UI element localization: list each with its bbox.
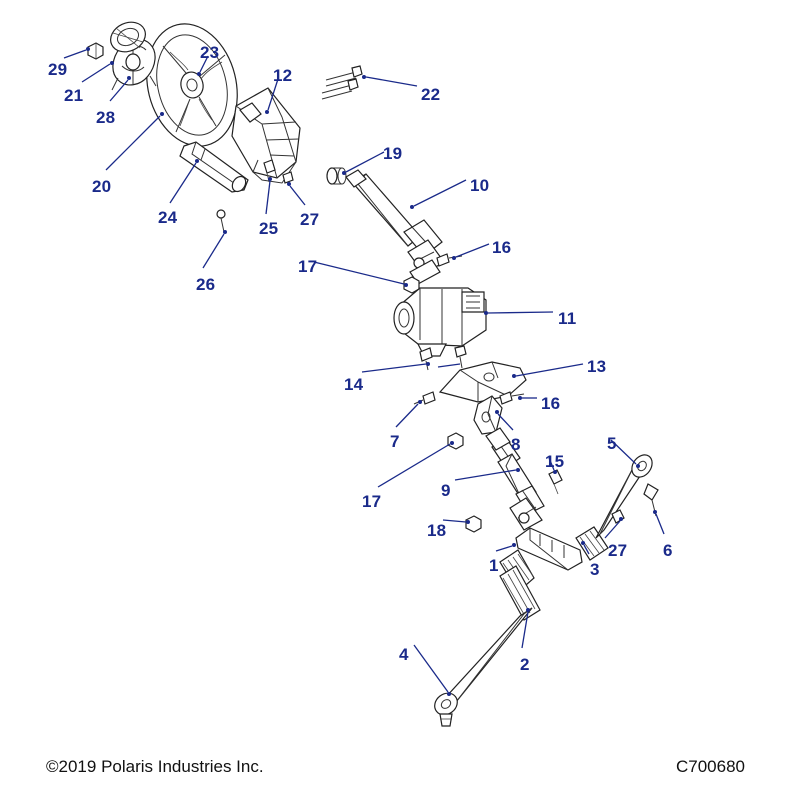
eps-motor-part bbox=[393, 287, 487, 357]
callout-27-upper: 27 bbox=[300, 210, 320, 229]
nut-18-part bbox=[465, 515, 482, 533]
tilt-lever-part bbox=[179, 141, 249, 193]
callout-12: 12 bbox=[273, 66, 293, 85]
callout-22: 22 bbox=[421, 85, 441, 104]
callout-10: 10 bbox=[470, 176, 490, 195]
callout-13: 13 bbox=[587, 357, 607, 376]
callout-17-upper: 17 bbox=[298, 257, 318, 276]
callout-15: 15 bbox=[545, 452, 565, 471]
mount-bracket-13-part bbox=[438, 361, 527, 435]
callout-11: 11 bbox=[558, 309, 577, 328]
leader-lines bbox=[63, 47, 665, 696]
callout-24: 24 bbox=[158, 208, 178, 227]
callout-17-lower: 17 bbox=[362, 492, 382, 511]
tie-rod-left-part bbox=[434, 607, 533, 727]
screw-26-part bbox=[216, 209, 226, 233]
callout-26: 26 bbox=[196, 275, 216, 294]
bolt-7-part bbox=[413, 391, 436, 405]
callout-21: 21 bbox=[64, 86, 84, 105]
steering-rack-part bbox=[499, 526, 609, 621]
spacer-19-part bbox=[326, 167, 347, 185]
bolt-16a-part bbox=[436, 253, 463, 267]
horn-cover-part bbox=[110, 21, 146, 53]
callout-16-lower: 16 bbox=[541, 394, 561, 413]
callout-18: 18 bbox=[427, 521, 447, 540]
bolt-22-part bbox=[321, 65, 363, 100]
callout-28: 28 bbox=[96, 108, 116, 127]
callout-23: 23 bbox=[200, 43, 220, 62]
callout-2: 2 bbox=[520, 655, 530, 674]
steering-wheel-part bbox=[146, 23, 238, 147]
copyright-notice: ©2019 Polaris Industries Inc. bbox=[46, 757, 264, 776]
pin-25-part bbox=[263, 159, 276, 183]
callout-4: 4 bbox=[399, 645, 409, 664]
tie-rod-right-part bbox=[595, 454, 659, 539]
callout-6: 6 bbox=[663, 541, 673, 560]
callout-20: 20 bbox=[92, 177, 112, 196]
callout-8: 8 bbox=[511, 435, 521, 454]
callout-19: 19 bbox=[383, 144, 403, 163]
callout-1: 1 bbox=[489, 556, 499, 575]
callout-3: 3 bbox=[590, 560, 600, 579]
steering-column-housing bbox=[231, 87, 301, 184]
callout-16-upper: 16 bbox=[492, 238, 512, 257]
bolt-14-part bbox=[419, 345, 467, 371]
callout-29: 29 bbox=[48, 60, 68, 79]
nut-29-part bbox=[87, 42, 104, 60]
fastener-27a-part bbox=[282, 171, 294, 184]
upper-steering-shaft-part bbox=[345, 169, 445, 285]
drawing-number: C700680 bbox=[676, 757, 746, 776]
lower-steering-shaft-part bbox=[485, 427, 545, 531]
callout-25: 25 bbox=[259, 219, 279, 238]
callout-27-lower: 27 bbox=[608, 541, 628, 560]
nut-17b-part bbox=[447, 432, 464, 450]
bolt-16b-part bbox=[499, 391, 525, 405]
callout-9: 9 bbox=[441, 481, 451, 500]
callout-5: 5 bbox=[607, 434, 617, 453]
callout-14: 14 bbox=[344, 375, 364, 394]
callout-7: 7 bbox=[390, 432, 400, 451]
